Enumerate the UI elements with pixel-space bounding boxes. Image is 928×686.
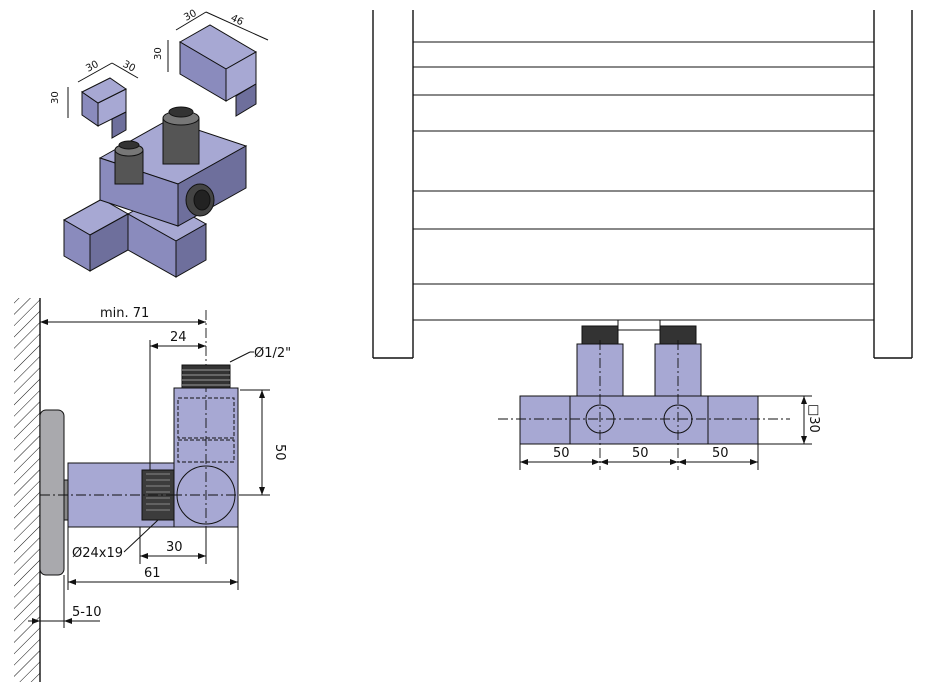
side-view: min. 71 24 Ø1/2" 50 Ø24x19 30 <box>14 298 291 682</box>
cap-b-depth-label: 46 <box>229 13 245 28</box>
thread-label: Ø1/2" <box>254 346 291 361</box>
cap-a-width-label: 30 <box>84 59 100 75</box>
front-view: 50 50 50 □30 <box>372 10 913 470</box>
cap-b-height-label: 30 <box>153 47 164 60</box>
valve-stem-right <box>654 343 702 397</box>
height-label: 50 <box>272 444 287 461</box>
square-label: □30 <box>806 404 821 433</box>
spacing-left-label: 50 <box>553 446 570 461</box>
cap-b-dimensions: 30 46 30 <box>153 8 269 72</box>
cover-cap-a <box>81 77 127 139</box>
rosette <box>39 409 65 576</box>
isometric-view: 30 30 30 30 46 30 <box>50 8 269 278</box>
valve-base <box>519 395 759 445</box>
wall-gap-label: 5-10 <box>72 605 102 620</box>
spacing-middle-label: 50 <box>632 446 649 461</box>
wall-hatch <box>14 298 40 682</box>
valve-stem-left <box>576 343 624 397</box>
cover-cap-b <box>178 24 258 117</box>
fittings-iso <box>114 106 215 217</box>
thread-fitting <box>181 364 231 389</box>
min-width-label: min. 71 <box>100 306 149 321</box>
depth-label: 30 <box>166 540 183 555</box>
radiator <box>372 10 913 359</box>
cap-a-height-label: 30 <box>50 91 61 104</box>
cap-a-dimensions: 30 30 30 <box>50 59 139 118</box>
cap-b-width-label: 30 <box>182 8 198 24</box>
total-label: 61 <box>144 566 161 581</box>
cap-a-depth-label: 30 <box>121 59 137 75</box>
valve-body-iso <box>62 119 248 278</box>
offset-label: 24 <box>170 330 187 345</box>
nut-label: Ø24x19 <box>72 546 123 561</box>
spacing-right-label: 50 <box>712 446 729 461</box>
